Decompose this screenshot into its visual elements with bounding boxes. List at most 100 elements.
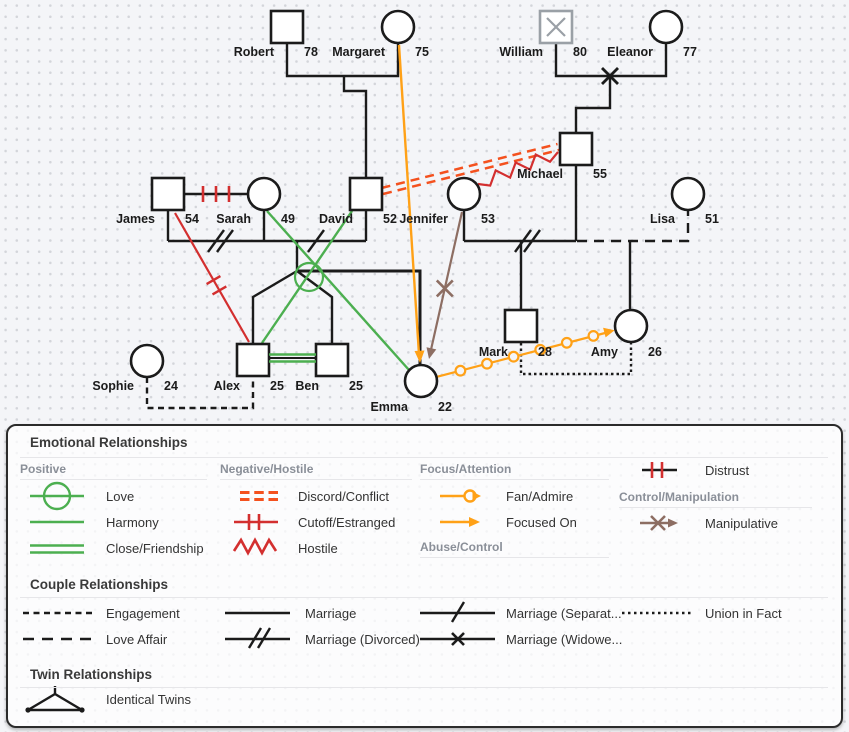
legend-label-discord: Discord/Conflict (298, 489, 390, 504)
person-james-age: 54 (185, 212, 199, 226)
manipulative-arrowhead (426, 347, 437, 359)
person-david-name: David (318, 212, 353, 226)
fan-admire-rings (454, 330, 600, 377)
marriage-divorced-icon (225, 627, 290, 649)
person-william-age: 80 (573, 45, 587, 59)
rule (420, 557, 609, 558)
person-lisa-age: 51 (705, 212, 719, 226)
legend-subsection-negative: Negative/Hostile (220, 462, 314, 476)
legend-section-couple: Couple Relationships (30, 577, 169, 592)
person-ben-shape[interactable] (314, 342, 350, 378)
legend-subsection-positive: Positive (20, 462, 67, 476)
distrust-icon (642, 462, 677, 478)
legend-label-cutoff: Cutoff/Estranged (298, 515, 396, 530)
person-david-age: 52 (383, 212, 397, 226)
legend-label-union: Union in Fact (705, 606, 782, 621)
legend-label-love: Love (106, 489, 135, 504)
legend-label-close: Close/Friendship (106, 541, 204, 556)
person-sarah-name: Sarah (216, 212, 251, 226)
person-david-shape[interactable] (348, 176, 384, 212)
person-michael-name: Michael (517, 167, 563, 181)
marriage-separated-icon (420, 601, 495, 623)
person-alex-name: Alex (213, 379, 240, 393)
person-ben-age: 25 (349, 379, 363, 393)
legend-section-twin: Twin Relationships (30, 667, 153, 682)
love-icon-circle (42, 481, 72, 511)
rule (420, 479, 609, 480)
person-sophie-age: 24 (164, 379, 178, 393)
person-amy-age: 26 (648, 345, 662, 359)
person-sarah-shape[interactable] (246, 176, 282, 212)
close-friendship-lines-alex-ben[interactable] (269, 353, 316, 363)
fan-admire-arrowhead (603, 327, 615, 338)
manipulative-line-jennifer-emma[interactable] (428, 211, 464, 356)
person-jennifer-age: 53 (481, 212, 495, 226)
person-mark-age: 28 (538, 345, 552, 359)
person-robert-shape[interactable] (269, 9, 305, 45)
person-mark-name: Mark (478, 345, 508, 359)
legend-label-widowed: Marriage (Widowe... (506, 632, 623, 647)
person-robert-age: 78 (304, 45, 318, 59)
close-friendship-icon (30, 544, 84, 554)
person-amy-shape[interactable] (613, 308, 649, 344)
rule (220, 479, 412, 480)
child-line-michael (574, 76, 612, 133)
child-line-david (342, 76, 368, 178)
person-margaret-name: Margaret (332, 45, 385, 59)
legend-label-love-affair: Love Affair (106, 632, 168, 647)
hostile-line-jennifer-michael[interactable] (477, 151, 559, 187)
person-michael-shape[interactable] (558, 131, 594, 167)
focused-on-arrowhead (414, 350, 425, 363)
legend-section-emotional: Emotional Relationships (30, 435, 188, 450)
love-affair-line-michael-lisa[interactable] (577, 210, 690, 243)
harmony-line-sarah-emma[interactable] (266, 210, 410, 371)
divorce-slashes-james-sarah (207, 229, 234, 253)
person-jennifer-shape[interactable] (446, 176, 482, 212)
rule (20, 597, 828, 598)
person-emma-shape[interactable] (403, 363, 439, 399)
cutoff-estranged-icon (234, 514, 278, 530)
union-in-fact-line-mark-amy[interactable] (519, 343, 633, 376)
person-margaret-shape[interactable] (380, 9, 416, 45)
legend-label-focused: Focused On (506, 515, 577, 530)
person-emma-name: Emma (370, 400, 408, 414)
legend-label-divorced: Marriage (Divorced) (305, 632, 420, 647)
cutoff-line-james-alex[interactable] (174, 212, 250, 343)
person-alex-shape[interactable] (235, 342, 271, 378)
person-michael-age: 55 (593, 167, 607, 181)
person-sophie-name: Sophie (92, 379, 134, 393)
discord-line-david-michael[interactable] (381, 142, 560, 196)
person-sarah-age: 49 (281, 212, 295, 226)
hostile-icon (232, 537, 278, 556)
twin-line-ben (296, 270, 334, 344)
legend-label-identical-twins: Identical Twins (106, 692, 192, 707)
couple-line-robert-margaret (285, 43, 400, 78)
twin-line-alex (251, 269, 298, 344)
engagement-line-sophie-alex[interactable] (145, 377, 255, 410)
person-james-name: James (116, 212, 155, 226)
love-line-david-alex[interactable] (261, 210, 353, 344)
rule (20, 687, 828, 688)
legend-panel: Emotional Relationships Positive Love Ha… (6, 424, 843, 728)
love-circle (293, 261, 325, 293)
person-mark-shape[interactable] (503, 308, 539, 344)
legend-label-marriage: Marriage (305, 606, 357, 621)
person-sophie-shape[interactable] (129, 343, 165, 379)
focused-on-line-margaret-emma[interactable] (397, 44, 421, 360)
legend-label-engagement: Engagement (106, 606, 180, 621)
person-robert-name: Robert (233, 45, 274, 59)
person-alex-age: 25 (270, 379, 284, 393)
person-jennifer-name: Jennifer (399, 212, 448, 226)
person-eleanor-name: Eleanor (607, 45, 653, 59)
person-eleanor-shape[interactable] (648, 9, 684, 45)
cutoff-bars (205, 275, 227, 296)
person-james-shape[interactable] (150, 176, 186, 212)
deceased-x-william (546, 17, 566, 37)
person-emma-age: 22 (438, 400, 452, 414)
discord-conflict-icon (240, 491, 278, 501)
legend-label-harmony: Harmony (106, 515, 159, 530)
legend-subsection-focus: Focus/Attention (420, 462, 512, 476)
person-lisa-shape[interactable] (670, 176, 706, 212)
person-eleanor-age: 77 (683, 45, 697, 59)
